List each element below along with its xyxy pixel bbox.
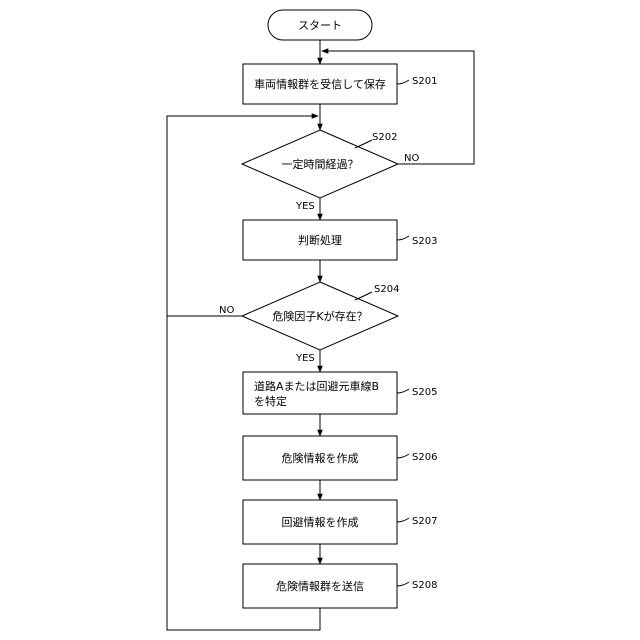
- decision-s202-label: 一定時間経過？: [282, 157, 359, 171]
- process-s205: 道路Aまたは回避元車線B を特定: [243, 372, 397, 414]
- leader-s208: [397, 582, 409, 586]
- process-s205-label-line2: を特定: [254, 394, 287, 408]
- step-label-s203: S203: [412, 236, 437, 247]
- leader-s207: [397, 518, 409, 522]
- process-s206: 危険情報を作成: [243, 436, 397, 480]
- leader-s204: [355, 292, 372, 300]
- leader-s201: [397, 80, 409, 84]
- process-s201: 車両情報群を受信して保存: [243, 64, 397, 104]
- step-label-s202: S202: [372, 132, 397, 143]
- process-s206-label: 危険情報を作成: [282, 452, 359, 465]
- step-label-s207: S207: [412, 516, 437, 527]
- step-label-s204: S204: [374, 284, 399, 295]
- decision-s204-label: 危険因子Kが存在？: [272, 309, 367, 323]
- leader-s206: [397, 454, 409, 458]
- step-label-s205: S205: [412, 387, 437, 398]
- branch-label-s204-yes: YES: [295, 353, 315, 364]
- leader-s203: [397, 236, 409, 240]
- process-s203-label: 判断処理: [298, 233, 342, 247]
- branch-label-s204-no: NO: [219, 305, 234, 316]
- process-s207-label: 回避情報を作成: [282, 515, 359, 529]
- step-label-s206: S206: [412, 452, 437, 463]
- start-label: スタート: [298, 19, 342, 32]
- process-s208-label: 危険情報群を送信: [276, 579, 364, 593]
- leader-s205: [397, 389, 409, 393]
- start-terminal: スタート: [268, 10, 372, 40]
- process-s208: 危険情報群を送信: [243, 564, 397, 608]
- process-s201-label: 車両情報群を受信して保存: [254, 77, 386, 91]
- branch-label-s202-yes: YES: [295, 201, 315, 212]
- process-s203: 判断処理: [243, 220, 397, 260]
- process-s207: 回避情報を作成: [243, 500, 397, 544]
- branch-label-s202-no: NO: [404, 153, 419, 164]
- process-s205-label-line1: 道路Aまたは回避元車線B: [254, 379, 379, 393]
- step-label-s208: S208: [412, 580, 437, 591]
- leader-s202: [355, 140, 372, 148]
- step-label-s201: S201: [412, 76, 437, 87]
